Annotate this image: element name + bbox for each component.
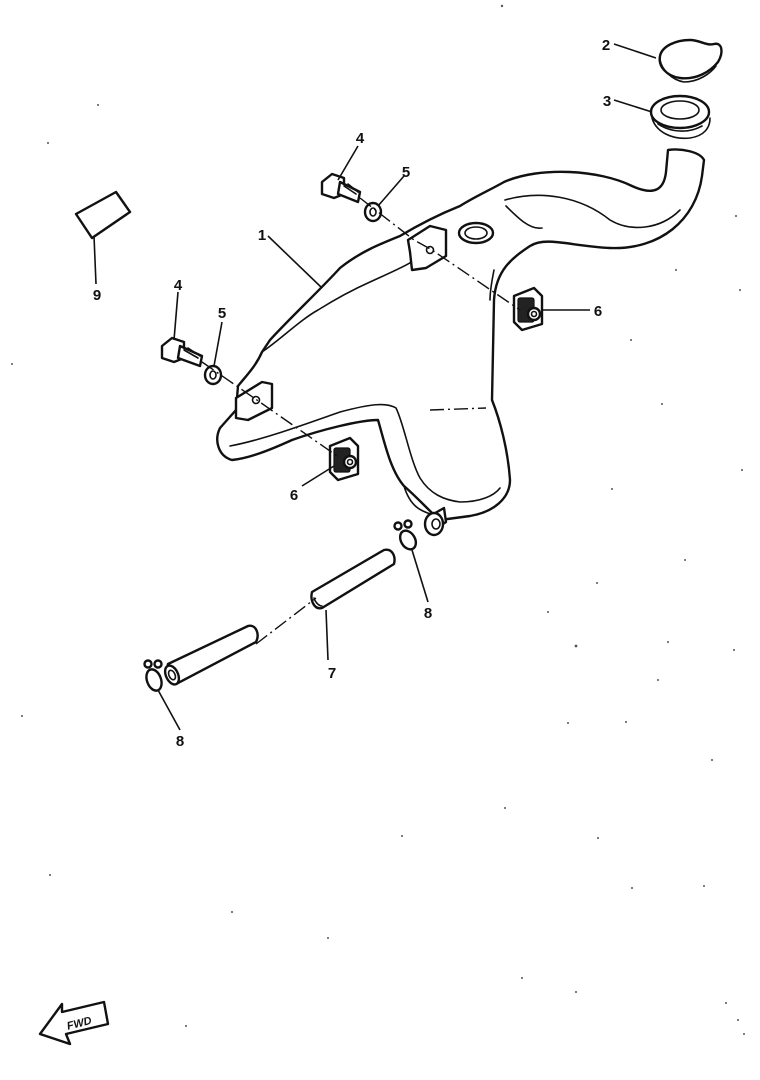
hose-clamp-upper [393, 519, 418, 551]
bolt-upper [320, 172, 362, 204]
callout-7: 7 [328, 665, 336, 682]
leader-lines [93, 43, 657, 731]
washer-upper [363, 201, 383, 223]
callout-2: 2 [602, 37, 610, 54]
callout-3: 3 [603, 93, 611, 110]
callout-1: 1 [258, 227, 266, 244]
washer-lower [203, 364, 223, 386]
callout-8-upper: 8 [424, 605, 432, 622]
callout-8-lower: 8 [176, 733, 184, 750]
filler-grommet [649, 94, 711, 140]
hose-long [310, 548, 396, 610]
callout-5-upper: 5 [402, 164, 410, 181]
bolt-lower [160, 336, 204, 368]
callout-6-upper: 6 [594, 303, 602, 320]
callout-6-lower: 6 [290, 487, 298, 504]
tank-cap [658, 38, 723, 83]
oil-tank [216, 148, 706, 537]
forward-arrow-icon: FWD [38, 1000, 110, 1046]
callout-9: 9 [93, 287, 101, 304]
fwd-label: FWD [66, 1015, 93, 1033]
callout-4-upper: 4 [356, 130, 365, 147]
clip-nut-lower [328, 436, 360, 482]
hose-clamp-lower [143, 659, 163, 692]
callout-4-lower: 4 [174, 277, 183, 294]
clip-nut-upper [512, 286, 544, 332]
callout-numbers: 1 2 3 4 4 5 5 6 6 7 8 8 9 [93, 37, 611, 750]
assembly-lines [201, 197, 521, 645]
label-tag [74, 190, 132, 240]
scan-noise [11, 4, 745, 1035]
hose-short [163, 624, 259, 686]
callout-5-lower: 5 [218, 305, 226, 322]
